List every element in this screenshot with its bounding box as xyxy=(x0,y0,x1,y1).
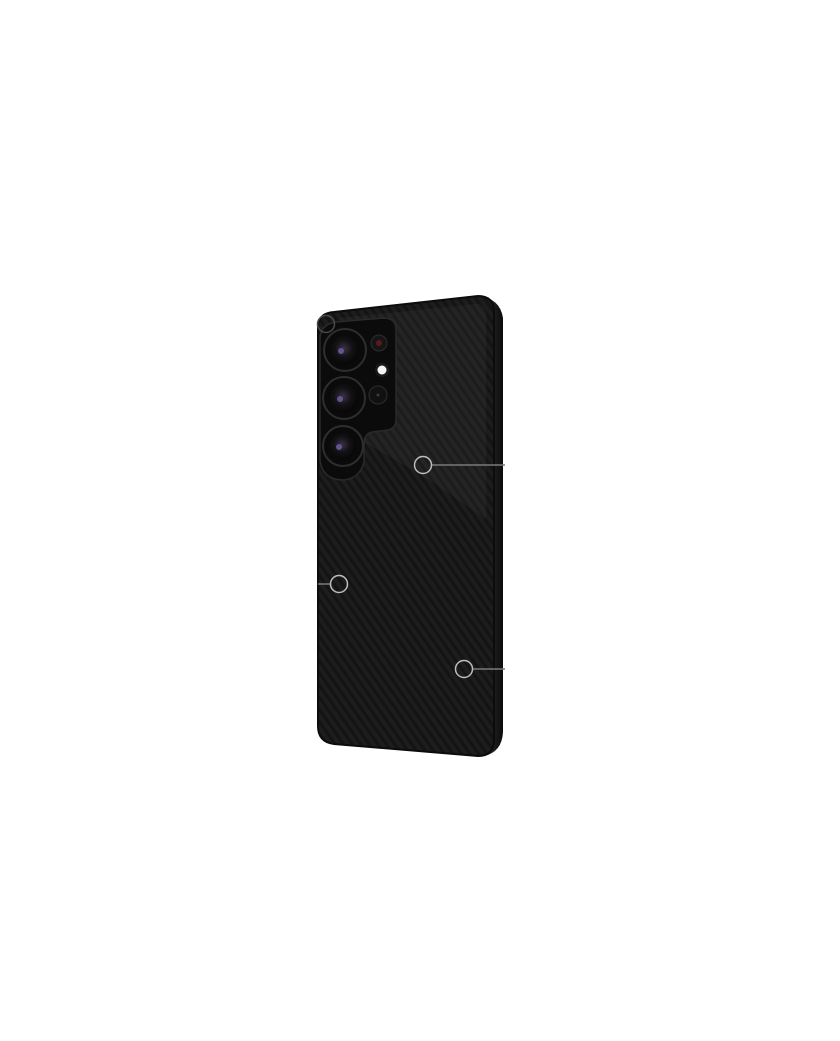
callout-back-upper-right xyxy=(413,455,505,475)
callout-camera-corner xyxy=(316,314,336,334)
callout-back-left xyxy=(318,574,349,594)
camera-lens-top xyxy=(323,328,367,372)
callout-back-lower-right xyxy=(454,659,505,679)
laser-af-sensor xyxy=(370,334,388,352)
camera-lens-middle xyxy=(322,376,366,420)
camera-sensor-small xyxy=(368,385,388,405)
camera-lens-bottom xyxy=(322,425,364,467)
flash-icon xyxy=(375,363,389,377)
